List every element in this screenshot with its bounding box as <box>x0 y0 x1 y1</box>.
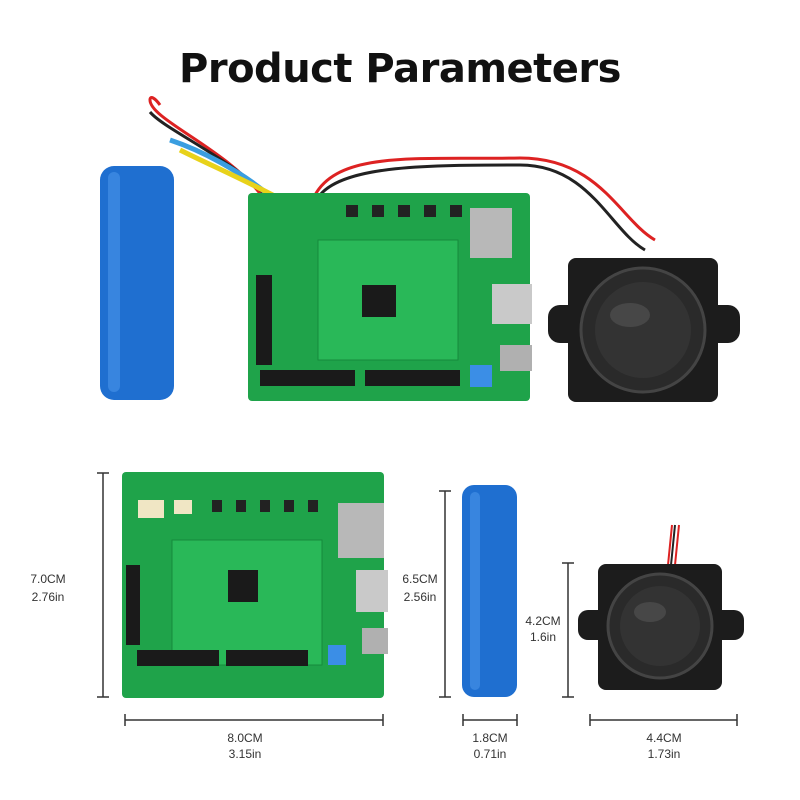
page-title: Product Parameters <box>179 46 621 92</box>
speaker-width-cm: 4.4CM <box>646 731 681 745</box>
board-height-cm: 7.0CM <box>30 572 65 586</box>
battery-height-in: 2.56in <box>404 590 437 604</box>
battery-width-in: 0.71in <box>474 747 507 761</box>
battery-bottom-highlight <box>470 492 480 690</box>
speaker-top <box>548 258 740 402</box>
board-bottom <box>122 472 388 698</box>
speaker-bottom <box>578 524 744 690</box>
board-width-in: 3.15in <box>229 747 262 761</box>
board-top <box>248 193 532 401</box>
dimension-labels: 7.0CM 2.76in 6.5CM 2.56in 4.2CM 1.6in 8.… <box>30 572 681 761</box>
speaker-width-in: 1.73in <box>648 747 681 761</box>
battery-highlight <box>108 172 120 392</box>
speaker-height-in: 1.6in <box>530 630 556 644</box>
speaker-height-cm: 4.2CM <box>525 614 560 628</box>
board-width-cm: 8.0CM <box>227 731 262 745</box>
dimension-lines <box>97 472 738 726</box>
board-height-in: 2.76in <box>32 590 65 604</box>
battery-height-cm: 6.5CM <box>402 572 437 586</box>
battery-width-cm: 1.8CM <box>472 731 507 745</box>
